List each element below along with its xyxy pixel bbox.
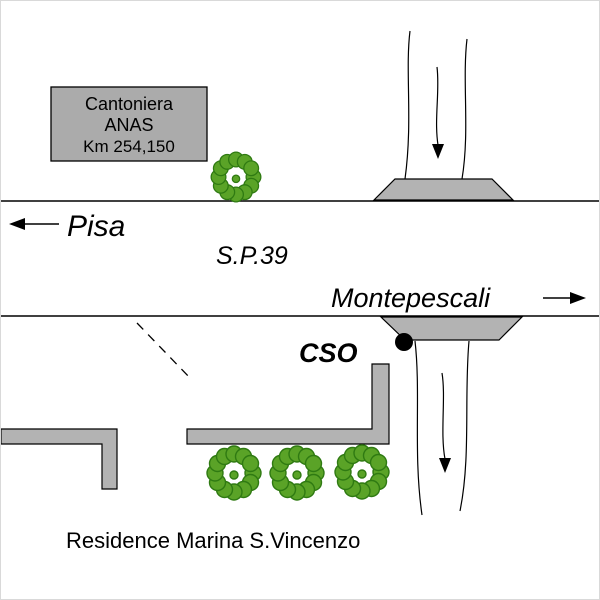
left-arrow-icon [9, 218, 25, 230]
montepescali-label: Montepescali [331, 283, 491, 313]
bush-icon-1 [206, 445, 262, 501]
road-name-label: S.P.39 [216, 242, 288, 270]
right-arrow-icon [570, 292, 586, 304]
upper-road-right-edge [461, 38, 468, 180]
bush-icon-3 [334, 444, 390, 500]
cso-dot-icon [395, 333, 413, 351]
upper-road-left-edge [404, 30, 411, 180]
bush-icon-2 [269, 445, 325, 501]
down-arrow-bottom-shaft [441, 372, 446, 460]
lower-road-right-edge [459, 340, 470, 512]
bottom-junction [379, 316, 524, 341]
top-junction [372, 178, 515, 201]
dashed-access-line [136, 322, 193, 381]
driveway-right-wall [186, 363, 390, 445]
anas-sign-box [50, 86, 208, 162]
anas-sign-line2: ANAS [104, 115, 153, 135]
down-arrow-top-shaft [436, 66, 439, 146]
down-arrow-top-icon [432, 144, 444, 159]
anas-sign-line3: Km 254,150 [83, 137, 175, 156]
lower-road-left-edge [414, 340, 423, 516]
bush-icon-top [210, 151, 262, 203]
cso-label: CSO [299, 338, 358, 368]
anas-sign-line1: Cantoniera [85, 94, 174, 114]
pisa-label: Pisa [67, 210, 125, 243]
residence-label: Residence Marina S.Vincenzo [66, 528, 360, 553]
down-arrow-bottom-icon [439, 458, 451, 473]
driveway-left-wall [1, 428, 118, 490]
